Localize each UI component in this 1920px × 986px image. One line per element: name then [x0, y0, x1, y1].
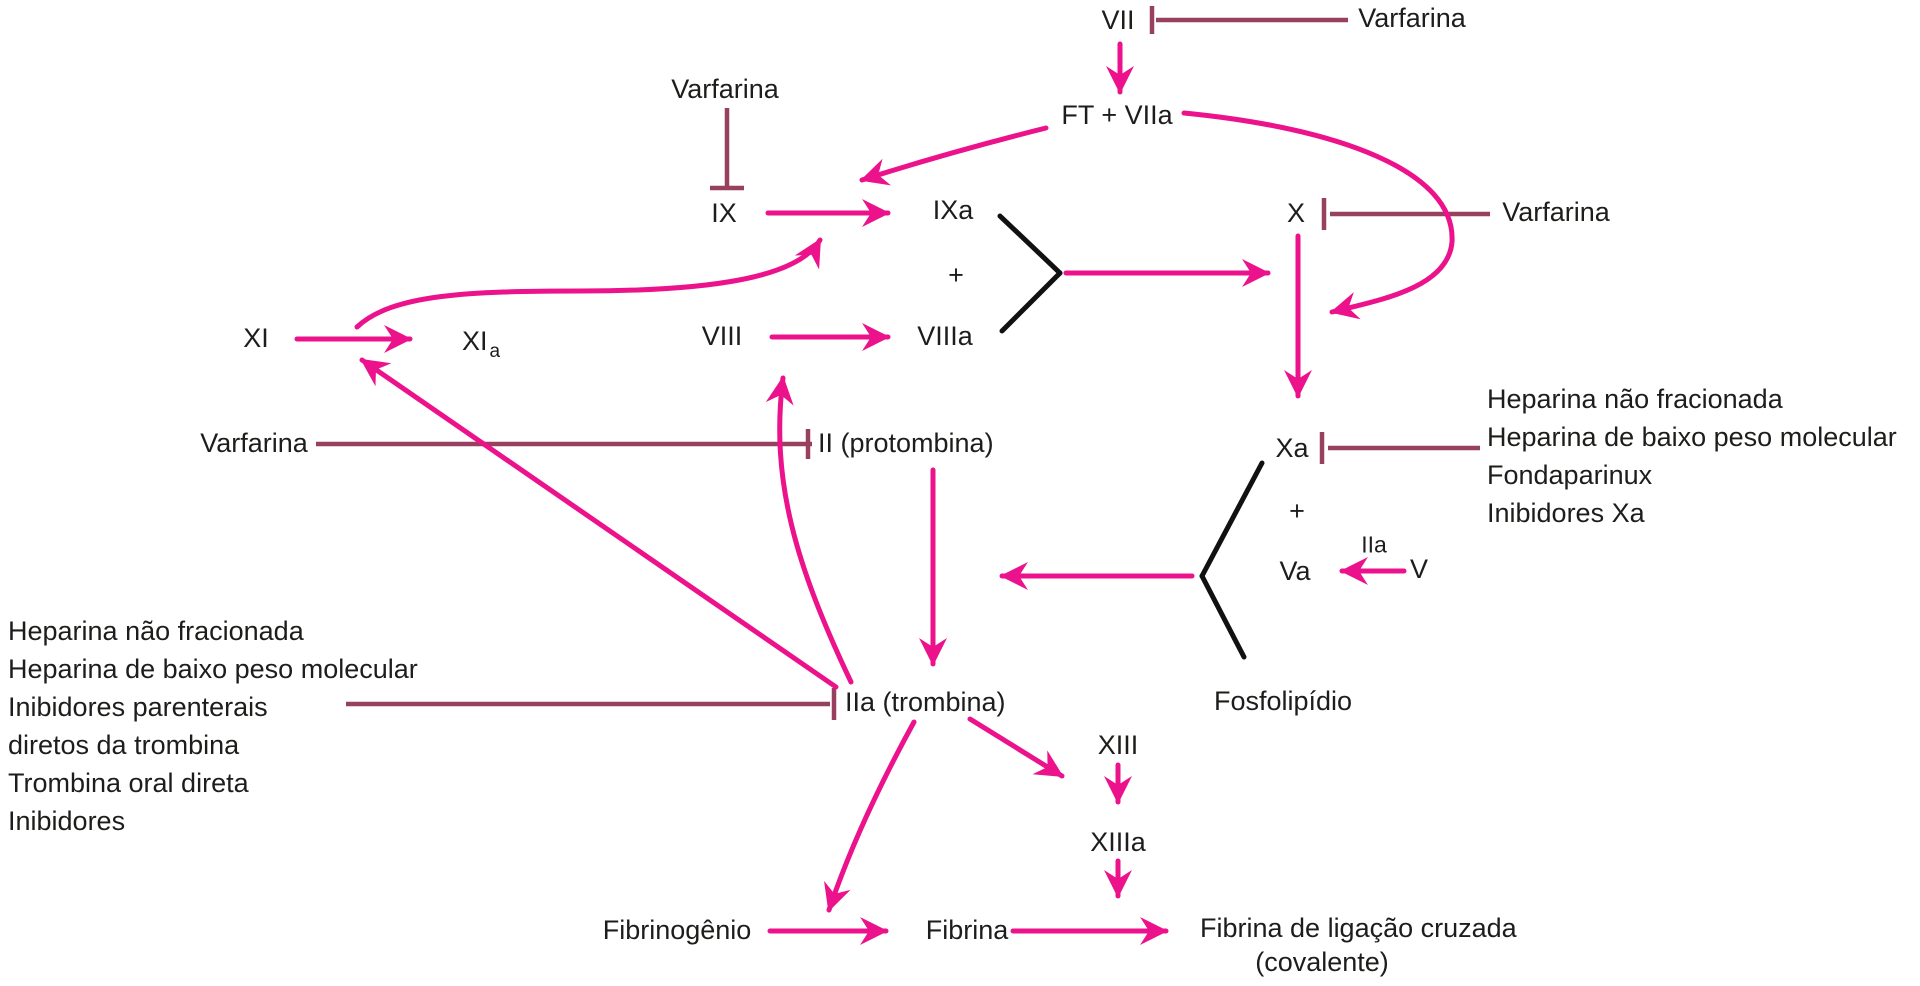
label-fibrinogenio: Fibrinogênio [602, 915, 752, 946]
arrow-xia-feedback-to-ix-ixa [354, 237, 823, 330]
arrow-ftviia-to-ix-ixa [859, 125, 1049, 186]
drug-list-item: Heparina não fracionada [1487, 384, 1783, 414]
label-factor-iia: IIa (trombina) [845, 687, 1006, 718]
label-varfarina-x: Varfarina [1502, 197, 1610, 228]
label-factor-ix: IX [711, 198, 737, 229]
label-factor-xiiia: XIIIa [1090, 827, 1146, 858]
label-fibrina-cruzada: Fibrina de ligação cruzada [1200, 913, 1517, 944]
inhibition-varfarina-vii [1149, 6, 1348, 34]
label-factor-ii: II (protombina) [818, 428, 994, 459]
label-ft-viia: FT + VIIa [1061, 100, 1173, 131]
complex-xa-va-lower-arm [1199, 573, 1247, 660]
label-factor-vii: VII [1101, 5, 1135, 36]
drug-list-item: Fondaparinux [1487, 460, 1653, 490]
arrow-iia-feedback-to-viii [765, 375, 854, 685]
label-factor-v: V [1409, 554, 1429, 585]
inhibition-varfarina-x [1321, 198, 1490, 230]
drug-list-iia-inhibitors: Heparina não fracionada Heparina de baix… [8, 612, 418, 840]
drug-list-item: diretos da trombina [8, 730, 240, 760]
inhibition-drugs-iia [346, 688, 837, 720]
label-factor-xia-subscript: a [489, 341, 501, 363]
arrow-iia-to-fibrinogen-conversion [824, 719, 917, 913]
label-factor-ixa: IXa [932, 195, 974, 226]
label-factor-viii: VIII [701, 321, 743, 352]
label-factor-xa: Xa [1275, 433, 1309, 464]
inhibition-drugs-xa [1319, 432, 1480, 464]
label-fosfolipidio: Fosfolipídio [1213, 686, 1353, 717]
label-varfarina-ix: Varfarina [671, 74, 779, 105]
inhibition-varfarina-ii [316, 429, 812, 459]
drug-list-item: Heparina de baixo peso molecular [1487, 422, 1897, 452]
inhibition-varfarina-ix [710, 108, 744, 191]
complex-ixa-viiia-lower-arm [999, 270, 1063, 334]
label-factor-x: X [1286, 198, 1306, 229]
drug-list-item: Trombina oral direta [8, 768, 249, 798]
label-factor-xia-base: XI [461, 326, 488, 357]
plus-sign-prothrombinase: + [1289, 496, 1305, 527]
label-factor-va: Va [1279, 556, 1311, 587]
arrow-iia-to-xiii-conversion [967, 716, 1065, 779]
drug-list-item: Heparina de baixo peso molecular [8, 654, 418, 684]
label-iia-cofactor: IIa [1361, 531, 1387, 558]
label-covalente: (covalente) [1255, 947, 1389, 978]
arrow-iia-feedback-to-xi [359, 357, 839, 690]
plus-sign-tenase: + [948, 260, 964, 291]
label-varfarina-vii: Varfarina [1358, 3, 1466, 34]
drug-list-item: Inibidores Xa [1487, 498, 1645, 528]
drug-list-item: Inibidores parenterais [8, 692, 268, 722]
label-varfarina-ii: Varfarina [200, 428, 308, 459]
drug-list-xa-inhibitors: Heparina não fracionada Heparina de baix… [1487, 380, 1897, 532]
label-factor-viiia: VIIIa [917, 321, 973, 352]
drug-list-item: Heparina não fracionada [8, 616, 304, 646]
label-factor-xi: XI [243, 323, 269, 354]
label-factor-xiii: XIII [1097, 730, 1139, 761]
complex-ixa-viiia-upper-arm [997, 213, 1063, 276]
complex-xa-va-upper-arm [1199, 460, 1265, 579]
label-fibrina: Fibrina [925, 915, 1009, 946]
arrow-ftviia-arc-to-x-xa [1181, 110, 1455, 320]
drug-list-item: Inibidores [8, 806, 126, 836]
